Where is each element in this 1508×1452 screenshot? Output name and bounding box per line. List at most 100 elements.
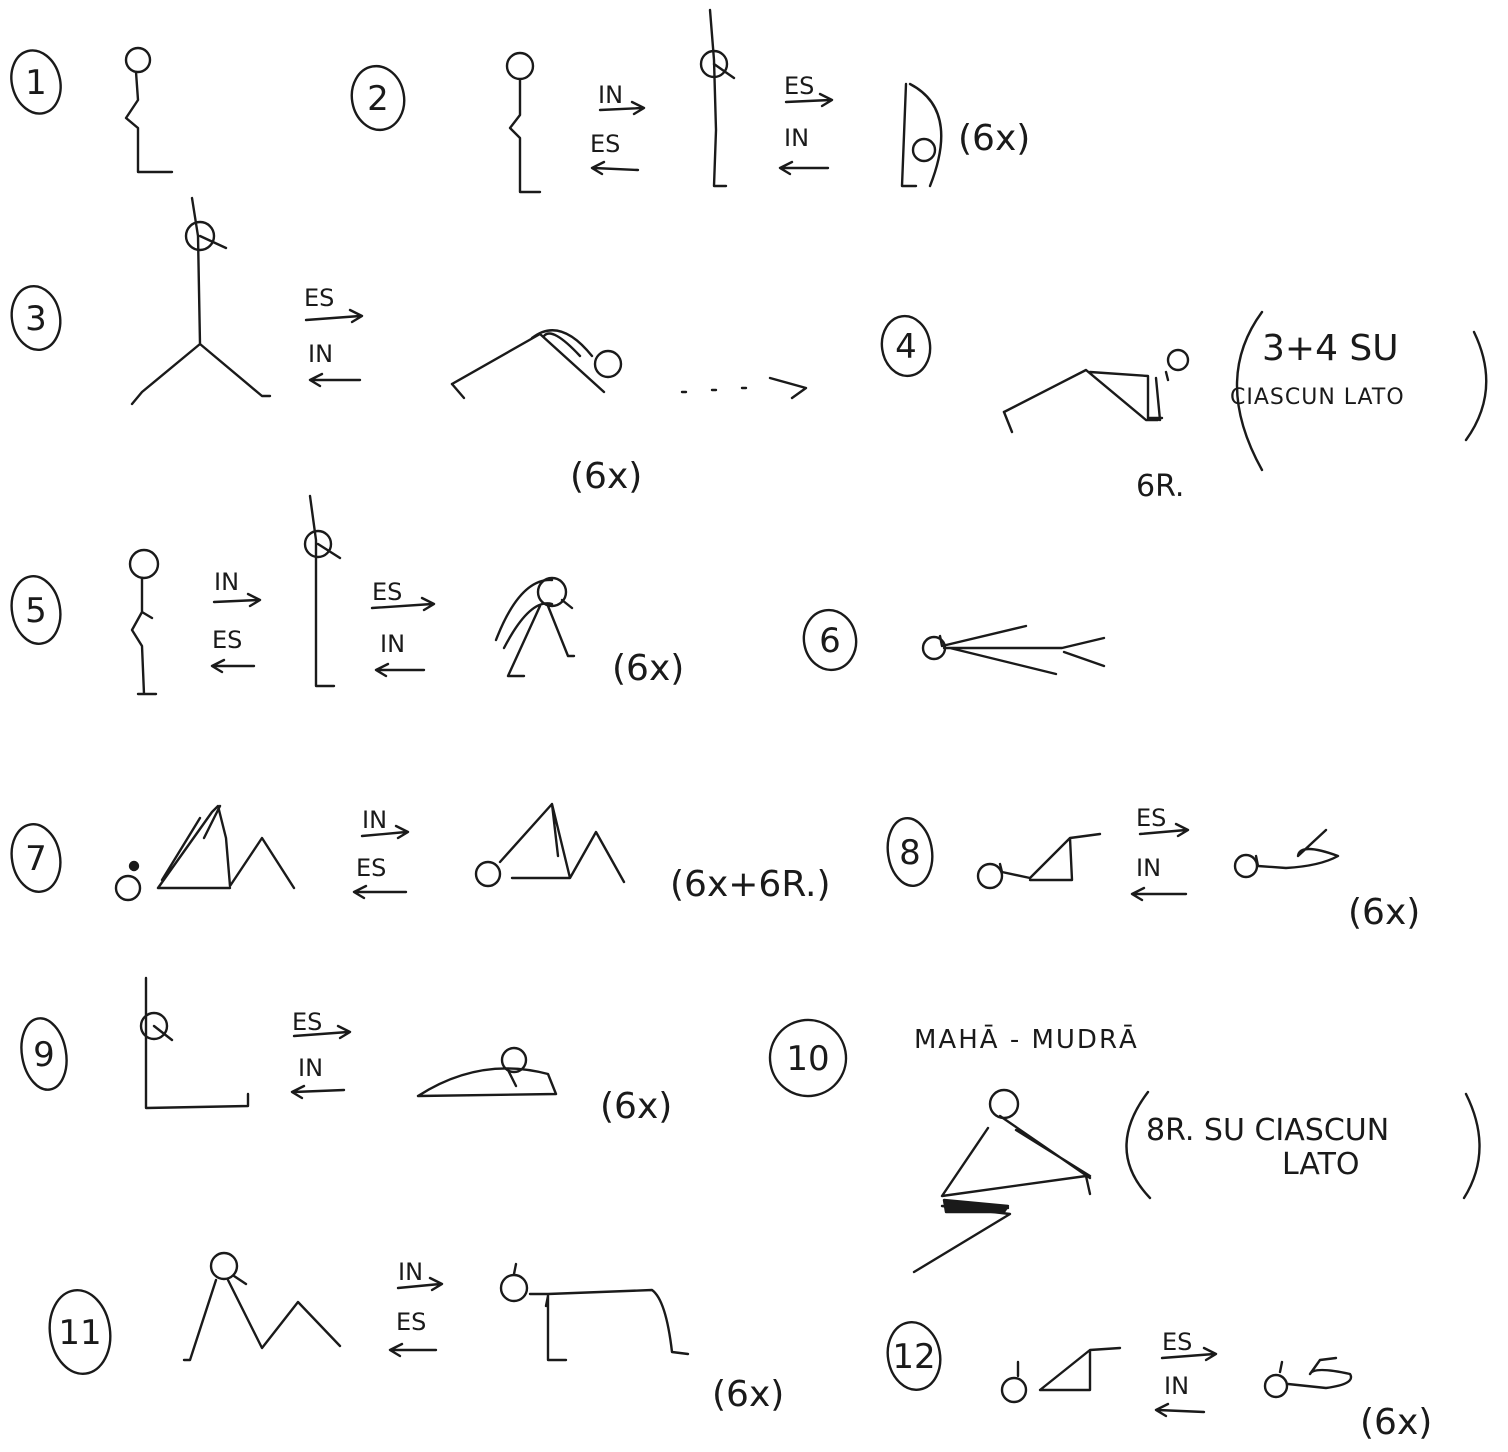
step-number: 11 bbox=[58, 1313, 101, 1353]
arrow-right-icon bbox=[212, 592, 262, 608]
note-line-1: 3+4 SU bbox=[1262, 328, 1399, 369]
bracket-left bbox=[1125, 1090, 1152, 1200]
repetitions-label: (6x) bbox=[612, 648, 684, 689]
step-number-circle bbox=[10, 823, 62, 893]
bracket-left bbox=[1235, 310, 1264, 472]
repetitions-label: 6R. bbox=[1136, 469, 1184, 504]
exercise-6: 6 bbox=[802, 608, 1106, 676]
exhale-label: ES bbox=[590, 130, 620, 158]
inhale-label: IN bbox=[398, 1258, 423, 1286]
exhale-label: ES bbox=[784, 72, 814, 100]
repetitions-label: (6x) bbox=[1360, 1402, 1432, 1443]
step-number: 6 bbox=[819, 621, 841, 661]
arrow-right-icon bbox=[304, 308, 364, 324]
inhale-label: IN bbox=[1136, 854, 1161, 882]
standing-figure-icon bbox=[124, 46, 174, 174]
exhale-label: ES bbox=[304, 284, 334, 312]
arms-raised-figure-icon bbox=[303, 494, 342, 688]
tabletop-figure-icon bbox=[499, 1262, 690, 1362]
exhale-label: ES bbox=[396, 1308, 426, 1336]
standing-figure-icon bbox=[128, 548, 160, 696]
arrow-left-icon bbox=[590, 160, 640, 176]
exercise-7: 7 IN ES (6x+6R.) bbox=[10, 802, 831, 905]
arrow-right-icon bbox=[292, 1024, 352, 1040]
step-number-circle bbox=[802, 608, 858, 672]
arrow-left-icon bbox=[290, 1084, 346, 1100]
inhale-label: IN bbox=[362, 806, 387, 834]
step-number-circle bbox=[10, 49, 62, 115]
step-number: 8 bbox=[899, 833, 921, 873]
exercise-12: 12 ES IN (6x) bbox=[886, 1321, 1432, 1443]
inhale-label: IN bbox=[214, 568, 239, 596]
exercise-3: 3 ES IN (6x) bbox=[10, 196, 808, 497]
arrow-right-icon bbox=[396, 1276, 444, 1292]
step-number: 10 bbox=[786, 1039, 829, 1079]
step-number: 3 bbox=[25, 299, 47, 339]
inhale-label: IN bbox=[1164, 1372, 1189, 1400]
arrow-left-icon bbox=[778, 160, 830, 176]
arrow-right-icon bbox=[1160, 1346, 1218, 1362]
step-number-circle bbox=[886, 1321, 942, 1391]
seated-forward-bend-figure-icon bbox=[416, 1046, 558, 1098]
arms-raised-figure-icon bbox=[699, 8, 736, 188]
kneeling-stretch-figure-icon bbox=[114, 804, 296, 902]
note-line-2: CIASCUN LATO bbox=[1230, 385, 1405, 410]
step-number-circle bbox=[350, 64, 406, 132]
step-number-circle bbox=[768, 1018, 848, 1098]
exercise-1: 1 bbox=[10, 46, 174, 174]
step-number-circle bbox=[20, 1017, 68, 1091]
downward-dog-figure-icon bbox=[182, 1251, 342, 1362]
step-number-circle bbox=[10, 285, 62, 351]
note-line-2: LATO bbox=[1282, 1147, 1360, 1182]
knees-to-chest-figure-icon bbox=[1233, 828, 1340, 879]
exhale-label: ES bbox=[1162, 1328, 1192, 1356]
side-bend-figure-icon bbox=[450, 329, 623, 400]
inhale-label: IN bbox=[784, 124, 809, 152]
kneeling-arms-up-figure-icon bbox=[474, 802, 626, 888]
pose-title: MAHĀ - MUDRĀ bbox=[914, 1024, 1139, 1055]
step-number-circle bbox=[10, 575, 62, 645]
knees-to-chest-figure-icon bbox=[1263, 1356, 1353, 1399]
arms-raised-wide-stance-figure-icon bbox=[130, 196, 272, 406]
exhale-label: ES bbox=[212, 626, 242, 654]
exhale-label: ES bbox=[372, 578, 402, 606]
standing-figure-icon bbox=[505, 51, 542, 194]
exercise-8: 8 ES IN (6x) bbox=[886, 804, 1420, 933]
arrow-right-icon bbox=[360, 824, 410, 840]
seated-twist-figure-icon bbox=[1002, 348, 1190, 434]
exercise-4: 4 6R. 3+4 SU CIASCUN LATO bbox=[880, 310, 1488, 504]
step-number-circle bbox=[886, 816, 934, 888]
arrow-left-icon bbox=[1154, 1402, 1206, 1418]
exercise-2: 2 IN ES ES IN (6x) bbox=[350, 8, 1030, 194]
squat-arms-forward-figure-icon bbox=[494, 576, 576, 678]
step-number-circle bbox=[48, 1288, 112, 1376]
lying-knees-bent-figure-icon bbox=[976, 832, 1102, 890]
step-number: 4 bbox=[895, 327, 917, 367]
arrow-left-icon bbox=[210, 658, 256, 674]
repetitions-label: (6x) bbox=[958, 118, 1030, 159]
inhale-label: IN bbox=[380, 630, 405, 658]
seated-arms-up-figure-icon bbox=[139, 976, 250, 1110]
repetitions-label: (6x) bbox=[712, 1374, 784, 1415]
repetitions-label: (6x) bbox=[570, 456, 642, 497]
exhale-label: ES bbox=[1136, 804, 1166, 832]
repetitions-label: (6x+6R.) bbox=[670, 864, 831, 905]
exhale-label: ES bbox=[356, 854, 386, 882]
step-number: 1 bbox=[25, 63, 47, 103]
step-number: 12 bbox=[892, 1337, 935, 1377]
step-number: 7 bbox=[25, 839, 47, 879]
bracket-right bbox=[1462, 1092, 1481, 1200]
step-number-circle bbox=[880, 314, 932, 378]
inhale-label: IN bbox=[598, 81, 623, 109]
exercise-11: 11 IN ES (6x) bbox=[48, 1251, 784, 1415]
maha-mudra-figure-icon bbox=[912, 1088, 1092, 1274]
step-number: 9 bbox=[33, 1035, 55, 1075]
arrow-left-icon bbox=[374, 662, 426, 678]
arrow-left-icon bbox=[1130, 886, 1188, 902]
arrow-left-icon bbox=[388, 1342, 438, 1358]
arrow-right-icon bbox=[1138, 822, 1190, 838]
exhale-label: ES bbox=[292, 1008, 322, 1036]
lying-figure-icon bbox=[921, 624, 1106, 676]
inhale-label: IN bbox=[298, 1054, 323, 1082]
